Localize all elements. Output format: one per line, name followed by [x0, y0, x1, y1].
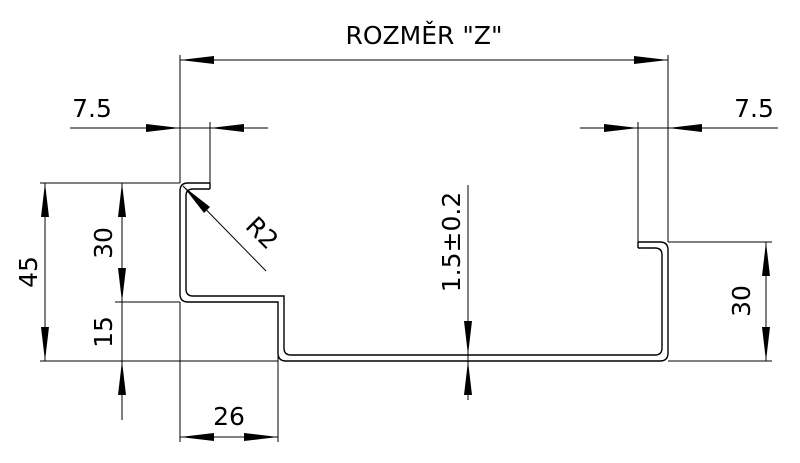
profile-inner-line: [185, 188, 663, 356]
thickness-arrow-bottom: [464, 361, 472, 395]
radius-label: R2: [240, 211, 284, 255]
step-width-arrow-left: [180, 433, 214, 441]
left-lip-arrow-1: [146, 124, 180, 132]
thickness-arrow-top: [464, 321, 472, 355]
lower-height-arrow-top: [118, 361, 126, 395]
overall-width-arrow-right: [634, 56, 668, 64]
total-height-arrow-top: [41, 183, 49, 217]
right-height-label: 30: [727, 285, 756, 317]
upper-height-arrow-top: [118, 183, 126, 217]
left-lip-arrow-2: [210, 124, 244, 132]
right-lip-arrow-1: [604, 124, 638, 132]
right-height-arrow-bottom: [762, 327, 770, 361]
total-height-arrow-bottom: [41, 327, 49, 361]
thickness-label: 1.5±0.2: [437, 192, 466, 292]
right-lip-label: 7.5: [734, 94, 774, 123]
step-width-arrow-right: [244, 433, 278, 441]
overall-width-label: ROZMĚR "Z": [346, 21, 503, 50]
lower-height-label: 15: [89, 316, 118, 348]
upper-height-label: 30: [89, 227, 118, 259]
right-height-arrow-top: [762, 242, 770, 276]
profile-outer-line: [179, 182, 669, 362]
step-width-label: 26: [213, 402, 245, 431]
right-lip-arrow-2: [668, 124, 702, 132]
upper-height-arrow-bottom: [118, 268, 126, 302]
overall-width-arrow-left: [180, 56, 214, 64]
radius-arrow: [183, 186, 210, 213]
total-height-label: 45: [14, 256, 43, 288]
left-lip-label: 7.5: [72, 94, 112, 123]
